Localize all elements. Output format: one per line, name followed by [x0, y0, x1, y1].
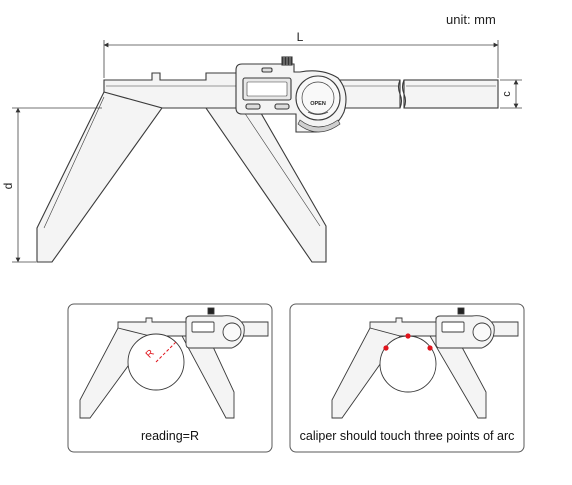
caliper-beam-end — [403, 79, 499, 109]
length-label: L — [297, 30, 304, 44]
contact-point-top — [405, 333, 411, 339]
mode-button[interactable] — [274, 103, 290, 110]
dimension-lines — [12, 40, 522, 263]
contact-point-left — [383, 345, 389, 351]
height-label: c — [501, 91, 513, 97]
panel-reading: R — [67, 303, 273, 453]
contact-point-right — [427, 345, 433, 351]
dial-face — [295, 75, 341, 121]
unit-label: unit: mm — [446, 12, 496, 27]
main-caliper — [36, 56, 499, 263]
panel-three-points — [289, 303, 525, 453]
measured-workpiece — [379, 335, 437, 393]
power-button[interactable] — [261, 67, 273, 73]
knurled-roller[interactable] — [297, 119, 341, 133]
zero-button[interactable] — [245, 103, 261, 110]
beam-break — [397, 79, 407, 109]
depth-label: d — [1, 183, 15, 190]
open-button-label[interactable]: OPEN — [310, 101, 326, 107]
panel-caption-three-points: caliper should touch three points of arc — [299, 429, 515, 443]
left-leg — [36, 91, 163, 263]
panel-caption-reading: reading=R — [140, 429, 200, 443]
